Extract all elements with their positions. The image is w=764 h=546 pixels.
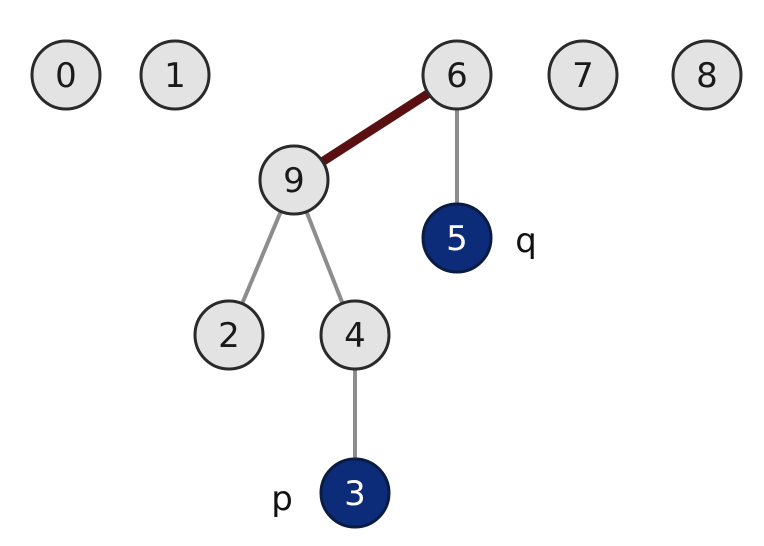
node-label: 0 bbox=[55, 56, 77, 96]
node-circle bbox=[139, 39, 211, 111]
edge-layer bbox=[227, 70, 462, 495]
node-1: 1 bbox=[139, 39, 211, 111]
node-label: 7 bbox=[572, 56, 594, 96]
node-label: 2 bbox=[218, 316, 240, 356]
node-label: 4 bbox=[344, 316, 366, 356]
node-label: 5 bbox=[446, 219, 468, 259]
node-label: 3 bbox=[344, 474, 366, 514]
node-circle bbox=[258, 144, 330, 216]
node-5-highlighted: 5 bbox=[421, 202, 493, 274]
node-label: 1 bbox=[164, 56, 186, 96]
node-8: 8 bbox=[671, 39, 743, 111]
node-circle bbox=[30, 39, 102, 111]
node-circle bbox=[671, 39, 743, 111]
node-9: 9 bbox=[258, 144, 330, 216]
node-circle bbox=[421, 39, 493, 111]
p-label: p bbox=[271, 479, 293, 519]
node-0: 0 bbox=[30, 39, 102, 111]
node-layer: 0 1 6 7 8 9 5 2 4 3 bbox=[30, 39, 743, 529]
node-3-highlighted: 3 bbox=[319, 457, 391, 529]
node-4: 4 bbox=[319, 299, 391, 371]
node-label: 8 bbox=[696, 56, 718, 96]
q-label: q bbox=[515, 221, 537, 261]
node-circle bbox=[193, 299, 265, 371]
node-circle bbox=[547, 39, 619, 111]
node-label: 6 bbox=[446, 56, 468, 96]
node-7: 7 bbox=[547, 39, 619, 111]
node-6: 6 bbox=[421, 39, 493, 111]
node-2: 2 bbox=[193, 299, 265, 371]
node-circle bbox=[421, 202, 493, 274]
node-circle bbox=[319, 457, 391, 529]
node-label: 9 bbox=[283, 161, 305, 201]
node-circle bbox=[319, 299, 391, 371]
